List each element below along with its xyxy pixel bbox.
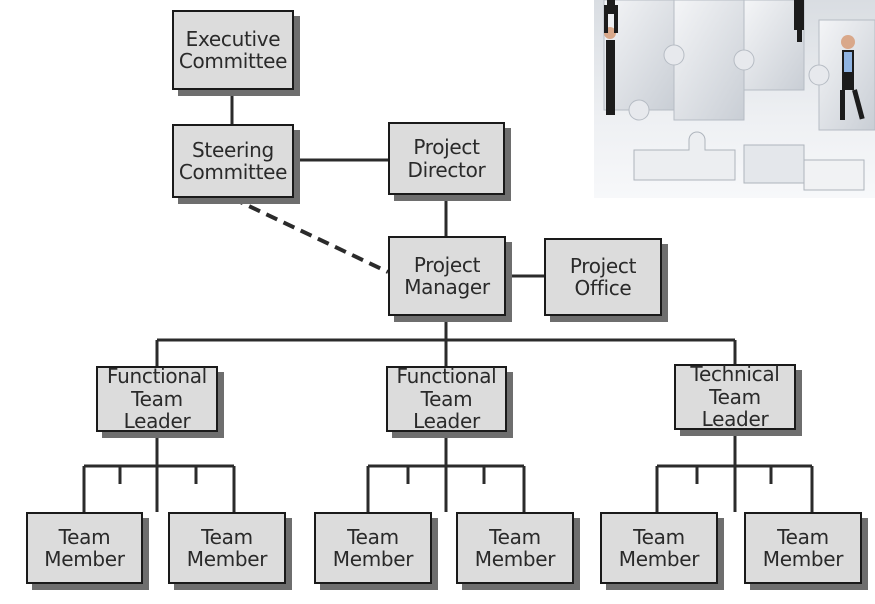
node-team-member-5: Team Member xyxy=(600,512,718,584)
node-team-member-4: Team Member xyxy=(456,512,574,584)
node-functional-team-leader-1: Functional Team Leader xyxy=(96,365,218,432)
node-technical-team-leader: Technical Team Leader xyxy=(674,363,796,430)
puzzle-illustration xyxy=(594,0,875,198)
node-project-office: Project Office xyxy=(544,238,662,316)
dashed-connector-steering-manager xyxy=(231,196,389,274)
node-team-member-3: Team Member xyxy=(314,512,432,584)
node-team-member-2: Team Member xyxy=(168,512,286,584)
node-steering-committee: Steering Committee xyxy=(172,124,294,198)
teamwork-puzzle-photo xyxy=(594,0,875,198)
node-functional-team-leader-2: Functional Team Leader xyxy=(386,365,507,432)
node-project-manager: Project Manager xyxy=(388,236,506,316)
node-project-director: Project Director xyxy=(388,122,505,195)
node-executive-committee: Executive Committee xyxy=(172,10,294,90)
node-team-member-6: Team Member xyxy=(744,512,862,584)
node-team-member-1: Team Member xyxy=(26,512,143,584)
